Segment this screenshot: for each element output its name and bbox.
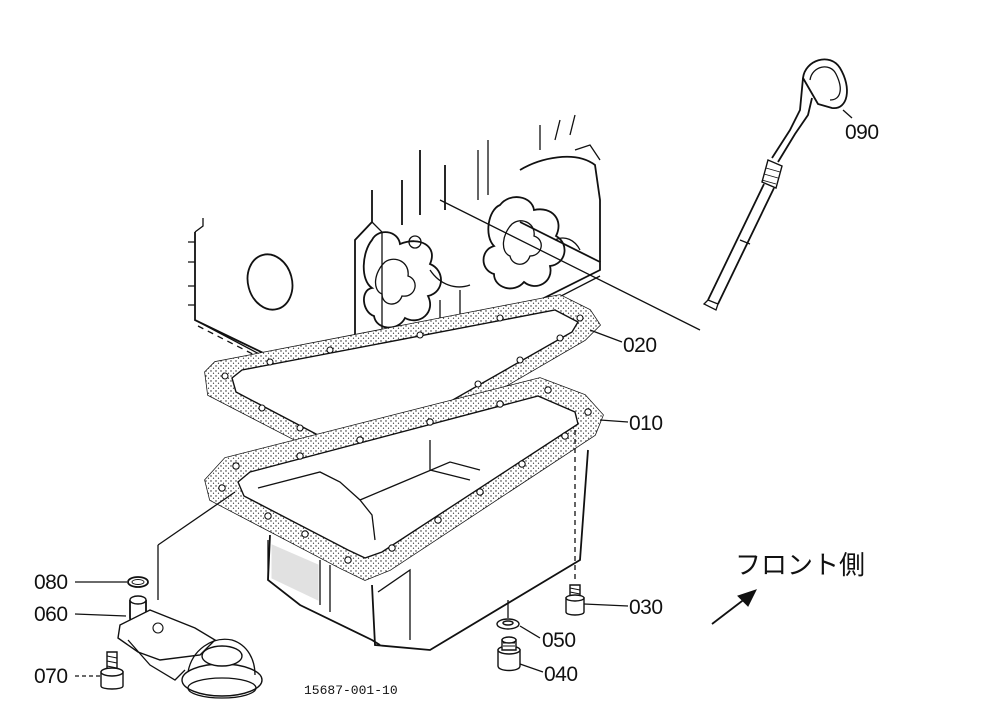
oil-pan-flange-holes — [218, 386, 592, 564]
drain-plug — [497, 636, 521, 672]
part-label-070: 070 — [34, 665, 68, 688]
callout-060: 060 — [34, 603, 127, 626]
oil-pan-bolt — [565, 430, 585, 616]
callout-020: 020 — [589, 329, 657, 357]
front-side-label: フロント側 — [735, 551, 865, 581]
callout-010: 010 — [599, 412, 663, 435]
part-label-010: 010 — [629, 412, 663, 435]
part-label-090: 090 — [845, 121, 879, 144]
callout-080: 080 — [34, 571, 127, 594]
front-direction-indicator: フロント側 — [711, 551, 865, 625]
oil-strainer — [117, 491, 263, 699]
callout-090: 090 — [842, 109, 879, 144]
part-label-030: 030 — [629, 596, 663, 619]
part-label-080: 080 — [34, 571, 68, 594]
dipstick — [702, 58, 848, 311]
drain-plug-washer — [496, 618, 520, 630]
engine-block — [188, 114, 701, 405]
part-label-020: 020 — [623, 334, 657, 357]
part-label-060: 060 — [34, 603, 68, 626]
part-callouts: 090 020 010 030 050 040 080 060 — [34, 109, 879, 688]
callout-070: 070 — [34, 665, 100, 688]
part-label-050: 050 — [542, 629, 576, 652]
callout-040: 040 — [519, 663, 578, 686]
o-ring — [127, 576, 149, 588]
callout-030: 030 — [583, 596, 663, 619]
front-arrow-icon — [711, 589, 757, 625]
strainer-bolt — [100, 651, 124, 690]
oil-pan — [204, 377, 604, 651]
callout-050: 050 — [519, 625, 576, 652]
part-label-040: 040 — [544, 663, 578, 686]
oil-pan-gasket — [204, 294, 601, 471]
drawing-number: 15687-001-10 — [304, 683, 398, 698]
